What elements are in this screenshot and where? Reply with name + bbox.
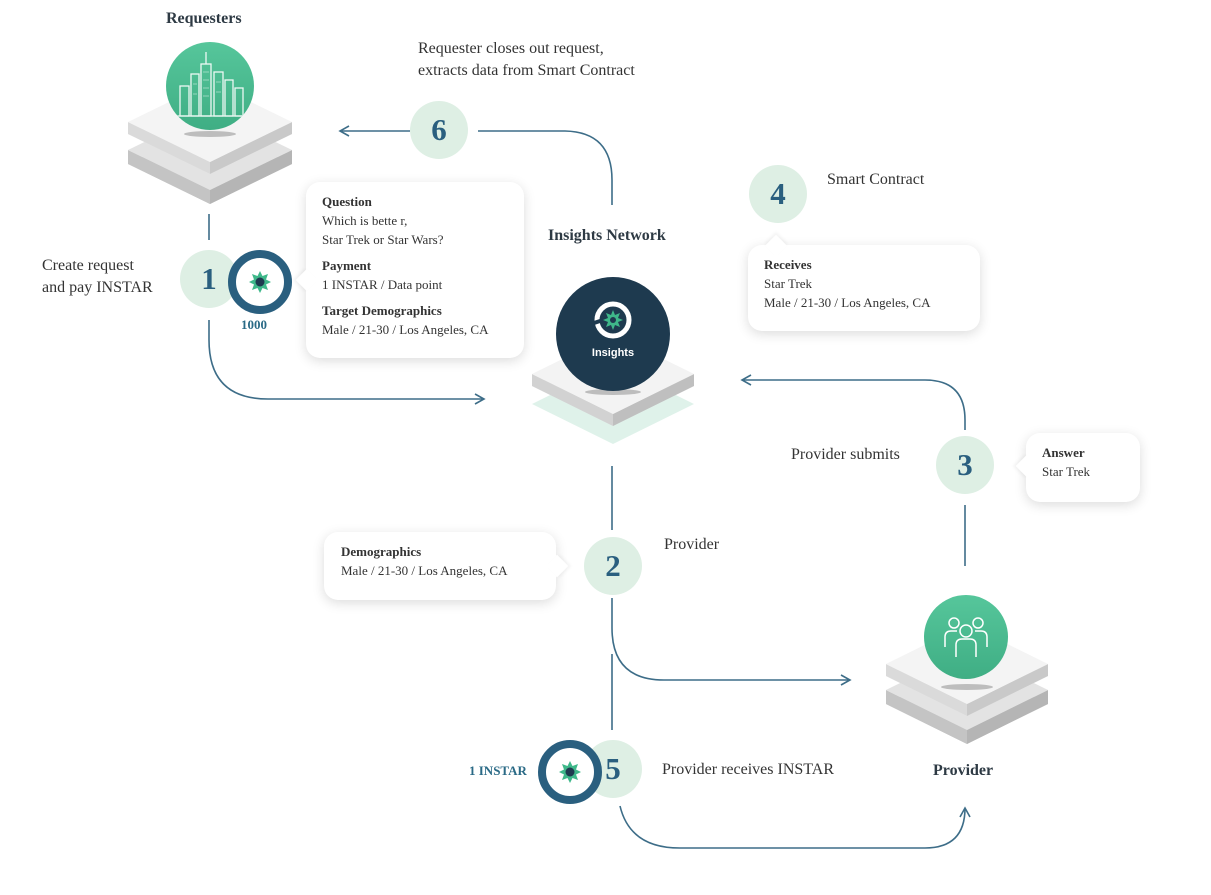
coin-amount-1000: 1000	[241, 317, 267, 332]
receives-title: Receives	[764, 257, 812, 272]
arrow-demographics-to-provider	[611, 598, 852, 686]
request-card: Question Which is bette r, Star Trek or …	[306, 182, 524, 358]
demographics-value: Male / 21-30 / Los Angeles, CA	[341, 563, 508, 578]
create-request-line1: Create request	[42, 257, 134, 274]
city-skyline-icon	[166, 42, 254, 130]
step-6-badge: 6	[410, 101, 468, 159]
arrow-provider-submits	[740, 374, 966, 430]
provider-label: Provider	[664, 536, 720, 553]
smart-contract-label: Smart Contract	[827, 171, 925, 188]
provider-title: Provider	[933, 762, 994, 779]
receives-line1: Star Trek	[764, 276, 813, 291]
step-2-badge: 2	[584, 537, 642, 595]
close-out-caption: Requester closes out request, extracts d…	[418, 38, 635, 82]
step-3-badge: 3	[936, 436, 994, 494]
coin-amount-1-instar: 1 INSTAR	[469, 763, 527, 778]
requesters-platform	[128, 82, 292, 204]
insights-logo-icon: Insights	[556, 277, 670, 391]
close-out-caption-line1: Requester closes out request,	[418, 40, 604, 57]
payment-title: Payment	[322, 258, 372, 273]
arrow-provider-receives	[619, 805, 971, 849]
question-line2: Star Trek or Star Wars?	[322, 232, 444, 247]
provider-receives-label: Provider receives INSTAR	[662, 761, 835, 778]
answer-card: Answer Star Trek	[1026, 433, 1140, 502]
close-out-caption-line2: extracts data from Smart Contract	[418, 62, 635, 79]
arrow-close-out	[478, 130, 613, 205]
payment-value: 1 INSTAR / Data point	[322, 277, 443, 292]
requesters-title: Requesters	[166, 10, 242, 27]
receives-card: Receives Star Trek Male / 21-30 / Los An…	[748, 245, 980, 331]
people-group-icon	[924, 595, 1008, 679]
create-request-caption: Create request and pay INSTAR	[42, 255, 153, 299]
instar-coin-icon	[228, 250, 292, 314]
question-line1: Which is bette r,	[322, 213, 408, 228]
instar-coin-icon	[538, 740, 602, 804]
receives-line2: Male / 21-30 / Los Angeles, CA	[764, 295, 931, 310]
answer-title: Answer	[1042, 445, 1085, 460]
step-4-badge: 4	[749, 165, 807, 223]
answer-value: Star Trek	[1042, 464, 1091, 479]
requesters-node: Requesters	[124, 8, 296, 208]
question-title: Question	[322, 194, 372, 209]
provider-submits-label: Provider submits	[791, 446, 900, 463]
insights-network-title: Insights Network	[548, 227, 666, 244]
arrow-create-request	[208, 320, 486, 405]
create-request-line2: and pay INSTAR	[42, 279, 153, 296]
demographics-card: Demographics Male / 21-30 / Los Angeles,…	[324, 532, 556, 600]
target-demographics-title: Target Demographics	[322, 303, 442, 318]
insights-logo-text: Insights	[591, 347, 635, 359]
target-demographics-value: Male / 21-30 / Los Angeles, CA	[322, 322, 489, 337]
demographics-title: Demographics	[341, 544, 422, 559]
